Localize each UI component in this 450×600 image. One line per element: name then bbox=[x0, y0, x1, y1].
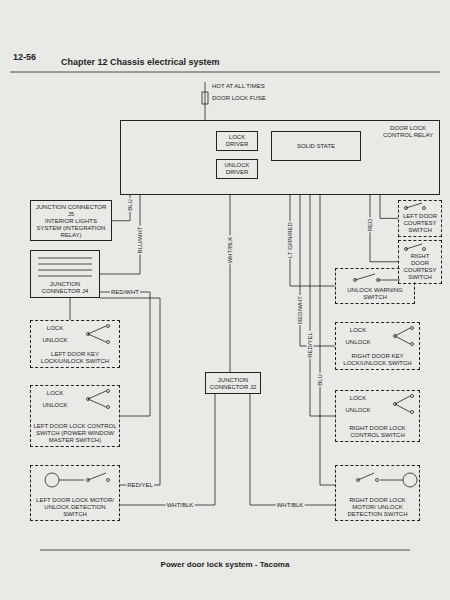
component-box: JUNCTION CONNECTOR J5INTERIOR LIGHTS SYS… bbox=[30, 200, 112, 241]
component-label: JUNCTION CONNECTOR J4 bbox=[33, 281, 97, 295]
junction-pins bbox=[38, 258, 92, 276]
wire bbox=[230, 195, 231, 372]
warning-switch-symbol bbox=[354, 274, 401, 282]
component-label: JUNCTION CONNECTOR J5 bbox=[33, 204, 109, 218]
component-label: LOCK DRIVER bbox=[219, 134, 255, 148]
switch-housing: LEFT DOOR LOCK CONTROL SWITCH (POWER WIN… bbox=[30, 385, 120, 447]
wire-color-code: RED/WHT bbox=[297, 295, 304, 325]
switch-housing: RIGHT DOOR LOCK CONTROL SWITCH bbox=[335, 390, 420, 442]
switch-housing: LEFT DOOR COURTESY SWITCH bbox=[398, 200, 442, 237]
wire bbox=[120, 394, 215, 505]
component-label: UNLOCK WARNING SWITCH bbox=[338, 287, 412, 301]
component-box: UNLOCK DRIVER bbox=[216, 159, 258, 179]
wire-color-code: LT GRN/RED bbox=[287, 221, 294, 259]
wire-color-code: BLU/WHT bbox=[137, 226, 144, 255]
wire-color-code: RED/YEL bbox=[307, 331, 314, 359]
circuit-label: 12-56 bbox=[12, 52, 37, 62]
wire-color-code: WHT/BLK bbox=[227, 236, 234, 265]
circuit-label: HOT AT ALL TIMES bbox=[211, 83, 266, 90]
circuit-label: RED/YEL bbox=[126, 482, 154, 489]
fuse-symbol bbox=[202, 92, 208, 104]
wire bbox=[370, 195, 398, 262]
wire-color-code: BLU bbox=[317, 373, 324, 387]
header-rule bbox=[10, 72, 440, 73]
component-label: LEFT DOOR LOCK CONTROL SWITCH (POWER WIN… bbox=[33, 423, 117, 444]
circuit-label: RED/WHT bbox=[110, 289, 140, 296]
fuse-feed-wire bbox=[205, 82, 206, 120]
component-label: LEFT DOOR KEY LOCK/UNLOCK SWITCH bbox=[33, 351, 117, 365]
component-label: LEFT DOOR LOCK MOTOR/ UNLOCK DETECTION S… bbox=[33, 497, 117, 518]
circuit-label: DOOR LOCK FUSE bbox=[211, 95, 267, 102]
component-box: DOOR LOCK CONTROL RELAY LOCK DRIVER UNLOCK… bbox=[120, 120, 440, 195]
wire bbox=[100, 298, 160, 485]
component-label: UNLOCK DRIVER bbox=[219, 162, 255, 176]
wire bbox=[250, 394, 335, 505]
switch-housing: RIGHT DOOR LOCK MOTOR/ UNLOCK DETECTION … bbox=[335, 465, 420, 521]
component-label: RIGHT DOOR KEY LOCK/UNLOCK SWITCH bbox=[338, 353, 417, 367]
wire-color-code: BLU bbox=[127, 198, 134, 212]
component-label: JUNCTION CONNECTOR J2 bbox=[208, 377, 258, 391]
switch-housing: RIGHT DOOR COURTESY SWITCH bbox=[398, 240, 442, 284]
component-box: JUNCTION CONNECTOR J2 bbox=[205, 372, 261, 394]
footer-rule bbox=[40, 550, 410, 551]
component-label: LEFT DOOR COURTESY SWITCH bbox=[401, 213, 439, 234]
switch-housing: LEFT DOOR KEY LOCK/UNLOCK SWITCH bbox=[30, 320, 120, 368]
component-label: DOOR LOCK CONTROL RELAY bbox=[379, 125, 437, 139]
figure-caption: Power door lock system - Tacoma bbox=[160, 560, 291, 569]
wire bbox=[290, 195, 335, 286]
wire bbox=[320, 195, 335, 485]
wire-color-code: RED bbox=[367, 218, 374, 233]
component-label: INTERIOR LIGHTS SYSTEM (INTEGRATION RELA… bbox=[33, 218, 109, 239]
wire bbox=[310, 195, 335, 416]
component-label: RIGHT DOOR LOCK MOTOR/ UNLOCK DETECTION … bbox=[338, 497, 417, 518]
circuit-label: WHT/BLK bbox=[166, 502, 195, 509]
circuit-label: LOCK bbox=[46, 325, 64, 332]
circuit-label: LOCK bbox=[349, 327, 367, 334]
circuit-label: LOCK bbox=[46, 390, 64, 397]
wire bbox=[380, 195, 398, 218]
component-box: SOLID STATE bbox=[271, 131, 361, 161]
component-label: RIGHT DOOR LOCK CONTROL SWITCH bbox=[338, 425, 417, 439]
component-label: RIGHT DOOR COURTESY SWITCH bbox=[401, 253, 439, 281]
circuit-label: UNLOCK bbox=[41, 337, 68, 344]
switch-housing: LEFT DOOR LOCK MOTOR/ UNLOCK DETECTION S… bbox=[30, 465, 120, 521]
circuit-label: UNLOCK bbox=[344, 339, 371, 346]
circuit-label: WHT/BLK bbox=[276, 502, 305, 509]
component-box: LOCK DRIVER bbox=[216, 131, 258, 151]
switch-housing: RIGHT DOOR KEY LOCK/UNLOCK SWITCH bbox=[335, 322, 420, 370]
circuit-label: LOCK bbox=[349, 395, 367, 402]
component-box: JUNCTION CONNECTOR J4 bbox=[30, 250, 100, 298]
circuit-label: UNLOCK bbox=[344, 407, 371, 414]
key-switch-symbol bbox=[87, 325, 414, 346]
door-lock-motor-symbol bbox=[45, 473, 417, 487]
wire bbox=[300, 195, 335, 346]
wire bbox=[70, 298, 71, 320]
circuit-label: UNLOCK bbox=[41, 402, 68, 409]
page-title: Chapter 12 Chassis electrical system bbox=[60, 57, 221, 67]
component-label: SOLID STATE bbox=[274, 143, 358, 150]
